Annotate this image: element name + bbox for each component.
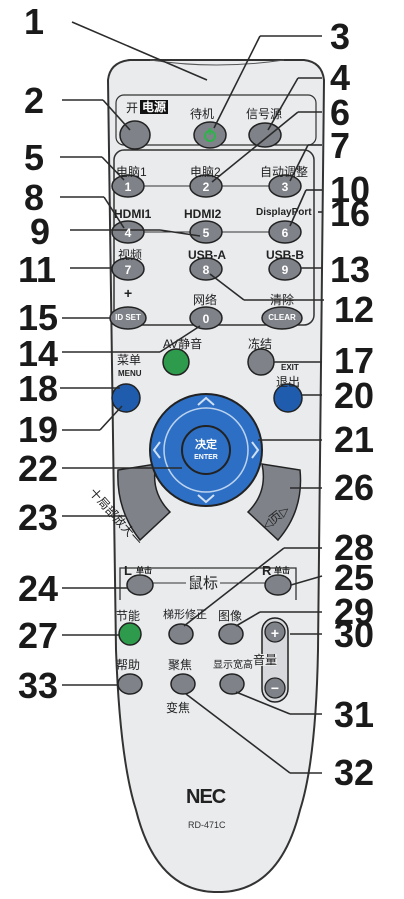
model-number: RD-471C	[188, 820, 226, 830]
callout-1: 1	[24, 4, 44, 40]
label-av-mute: AV静音	[163, 338, 202, 350]
label-exit-en: EXIT	[281, 364, 299, 372]
callout-11: 11	[18, 252, 56, 288]
av-mute-button	[163, 349, 189, 375]
callout-14: 14	[18, 336, 58, 372]
callout-33: 33	[18, 668, 58, 704]
callout-2: 2	[24, 83, 44, 119]
key-id-set[interactable]: ID SET	[110, 314, 146, 322]
callout-9: 9	[30, 214, 50, 250]
label-picture: 图像	[218, 610, 242, 622]
key-5[interactable]: 5	[198, 227, 214, 239]
freeze-button	[248, 349, 274, 375]
eco-button	[119, 623, 141, 645]
label-video: 视频	[118, 249, 142, 261]
label-volume: 音量	[253, 654, 277, 666]
label-focus: 聚焦	[168, 659, 192, 671]
label-aspect: 显示宽高	[213, 661, 253, 671]
callout-18: 18	[18, 371, 58, 407]
label-enter-cn: 决定	[190, 440, 222, 451]
key-6[interactable]: 6	[277, 227, 293, 239]
label-keystone: 梯形修正	[163, 610, 207, 621]
label-power: 电源	[140, 100, 168, 114]
label-l: L	[124, 564, 132, 577]
key-1[interactable]: 1	[120, 181, 136, 193]
key-clear[interactable]: CLEAR	[262, 314, 302, 322]
callout-13: 13	[330, 252, 370, 288]
callout-7: 7	[330, 128, 350, 164]
callout-20: 20	[334, 378, 374, 414]
left-click-button	[127, 575, 153, 595]
key-9[interactable]: 9	[277, 264, 293, 276]
label-usb-a: USB-A	[188, 249, 226, 261]
key-8[interactable]: 8	[198, 264, 214, 276]
label-l-click: 单击	[136, 567, 152, 575]
callout-31: 31	[334, 697, 374, 733]
label-help: 帮助	[116, 659, 140, 671]
callout-17: 17	[334, 343, 374, 379]
callout-28: 28	[334, 530, 374, 566]
aspect-button	[220, 674, 244, 694]
callout-3: 3	[330, 19, 350, 55]
power-on-button	[120, 121, 150, 149]
callout-32: 32	[334, 755, 374, 791]
callout-30: 30	[334, 617, 374, 653]
label-plus: +	[124, 286, 132, 300]
key-7[interactable]: 7	[120, 264, 136, 276]
focus-zoom-button	[171, 674, 195, 694]
callout-27: 27	[18, 618, 58, 654]
help-button	[118, 674, 142, 694]
label-source: 信号源	[246, 108, 282, 120]
callout-24: 24	[18, 571, 58, 607]
key-3[interactable]: 3	[277, 181, 293, 193]
picture-button	[219, 624, 243, 644]
key-volume-minus[interactable]: −	[267, 681, 283, 695]
callout-26: 26	[334, 470, 374, 506]
right-click-button	[265, 575, 291, 595]
label-freeze: 冻结	[248, 338, 272, 350]
label-pc2: 电脑2	[190, 166, 221, 178]
label-exit-cn: 退出	[276, 376, 300, 388]
label-enter-en: ENTER	[190, 454, 222, 461]
callout-5: 5	[24, 140, 44, 176]
keystone-button	[169, 624, 193, 644]
label-eco: 节能	[116, 610, 140, 622]
key-4[interactable]: 4	[120, 227, 136, 239]
brand-logo: NEC	[186, 786, 225, 809]
source-button	[249, 123, 281, 147]
callout-21: 21	[334, 422, 374, 458]
label-clear: 清除	[270, 294, 294, 306]
label-r: R	[262, 564, 271, 577]
callout-23: 23	[18, 500, 58, 536]
label-zoom: 变焦	[166, 702, 190, 714]
label-usb-b: USB-B	[266, 249, 304, 261]
callout-16: 16	[330, 196, 370, 232]
label-standby: 待机	[190, 108, 214, 120]
label-network: 网络	[193, 294, 217, 306]
label-pc1: 电脑1	[116, 166, 147, 178]
label-mouse: 鼠标	[186, 576, 220, 591]
callout-12: 12	[334, 292, 374, 328]
label-r-click: 单击	[274, 567, 290, 575]
callout-19: 19	[18, 412, 58, 448]
label-open: 开	[126, 102, 138, 114]
key-volume-plus[interactable]: +	[267, 626, 283, 640]
key-0[interactable]: 0	[198, 313, 214, 325]
label-hdmi2: HDMI2	[184, 208, 221, 220]
callout-4: 4	[330, 60, 350, 96]
callout-22: 22	[18, 451, 58, 487]
label-menu-en: MENU	[118, 370, 142, 378]
label-displayport: DisplayPort	[256, 208, 312, 218]
label-auto-adjust: 自动调整	[260, 166, 308, 178]
key-2[interactable]: 2	[198, 181, 214, 193]
callout-15: 15	[18, 300, 58, 336]
label-menu-cn: 菜单	[117, 354, 141, 366]
label-hdmi1: HDMI1	[114, 208, 151, 220]
